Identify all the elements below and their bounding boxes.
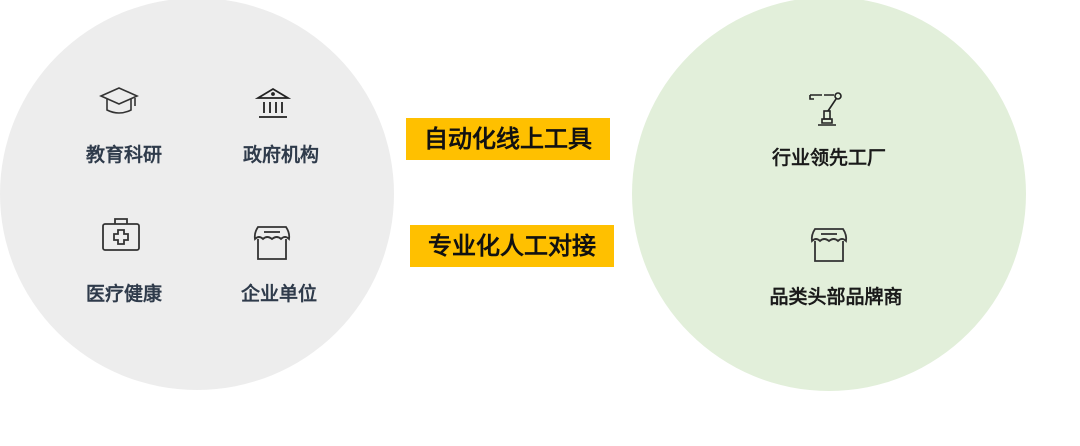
label-top-category-brands: 品类头部品牌商 bbox=[769, 286, 903, 308]
tag-professional-manual-service: 专业化人工对接 bbox=[410, 225, 614, 267]
storefront-icon bbox=[810, 228, 848, 262]
label-government-agencies: 政府机构 bbox=[242, 144, 320, 166]
graduation-cap-icon bbox=[99, 87, 139, 114]
label-enterprises: 企业单位 bbox=[240, 283, 318, 305]
label-leading-factories: 行业领先工厂 bbox=[771, 147, 887, 169]
supplier-types-circle bbox=[632, 0, 1026, 391]
government-building-icon bbox=[255, 87, 291, 118]
storefront-icon bbox=[253, 226, 291, 260]
robot-arm-icon bbox=[809, 92, 842, 126]
customer-types-circle bbox=[0, 0, 394, 390]
label-healthcare: 医疗健康 bbox=[85, 283, 163, 305]
medical-kit-icon bbox=[102, 218, 140, 251]
label-education-research: 教育科研 bbox=[85, 144, 163, 166]
tag-automated-online-tools: 自动化线上工具 bbox=[406, 118, 610, 160]
